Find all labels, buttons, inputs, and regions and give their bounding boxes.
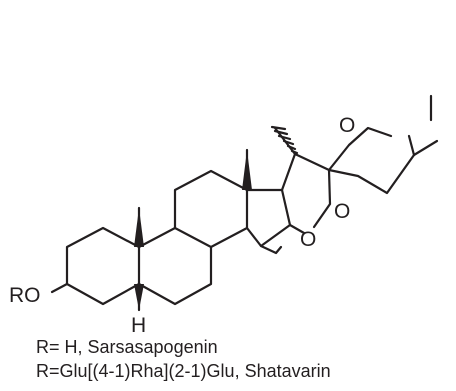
ring-c (173, 169, 249, 249)
wedge-bonds (134, 150, 252, 310)
hashed-bond (270, 125, 299, 155)
ring-b (137, 226, 213, 306)
o-spiro-ring-label: O (334, 200, 350, 223)
caption-sarsasapogenin: R= H, Sarsasapogenin (36, 337, 218, 357)
o-furan-label: O (300, 228, 316, 251)
h-label: H (131, 314, 146, 337)
ring-d (245, 188, 292, 248)
substituents (50, 94, 433, 312)
ring-a (65, 226, 141, 306)
ro-label: RO (9, 284, 41, 307)
ring-f-pyran (327, 126, 439, 195)
o-pyran-label: O (339, 114, 355, 137)
caption-shatavarin: R=Glu[(4-1)Rha](2-1)Glu, Shatavarin (36, 361, 331, 381)
